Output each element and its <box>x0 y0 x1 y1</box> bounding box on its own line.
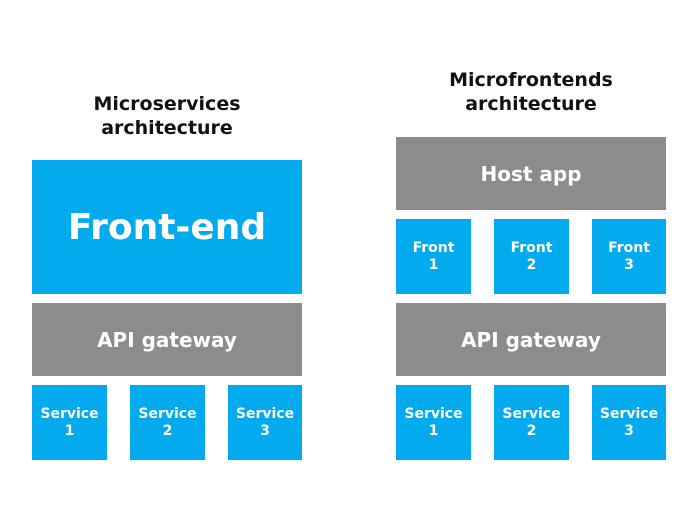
front-3-box: Front 3 <box>592 219 666 294</box>
microservices-title: Microservices architecture <box>93 93 241 139</box>
host-app-box: Host app <box>396 137 666 210</box>
front-2-box: Front 2 <box>494 219 569 294</box>
left-api-gateway-box: API gateway <box>32 303 302 376</box>
right-service-1-box: Service 1 <box>396 385 471 460</box>
left-service-2-box: Service 2 <box>130 385 205 460</box>
left-service-3-box: Service 3 <box>228 385 302 460</box>
right-service-2-box: Service 2 <box>494 385 569 460</box>
frontend-box: Front-end <box>32 160 302 294</box>
microfrontends-title: Microfrontends architecture <box>449 69 613 115</box>
left-service-1-box: Service 1 <box>32 385 107 460</box>
right-api-gateway-box: API gateway <box>396 303 666 376</box>
right-service-3-box: Service 3 <box>592 385 666 460</box>
front-1-box: Front 1 <box>396 219 471 294</box>
